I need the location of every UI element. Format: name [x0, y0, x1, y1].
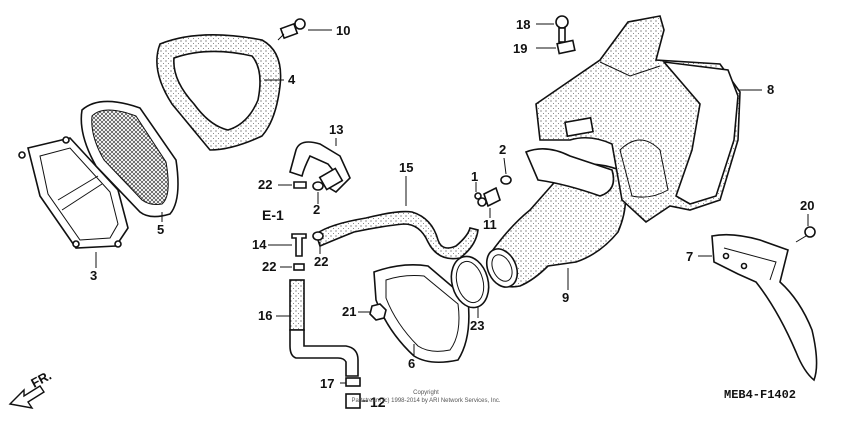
breather-hose-13: [289, 141, 351, 194]
callout-2b: 2: [499, 142, 506, 157]
copyright-line-1: Copyright: [413, 390, 439, 396]
callout-17: 17: [320, 376, 334, 391]
front-direction-label: FR.: [28, 368, 54, 391]
ref-e1: E-1: [262, 207, 284, 223]
screw-11: [477, 186, 501, 208]
callout-5: 5: [157, 222, 164, 237]
nut-21: [369, 303, 387, 321]
callout-4: 4: [288, 72, 296, 87]
callout-15: 15: [399, 160, 413, 175]
callout-10: 10: [336, 23, 350, 38]
callout-7: 7: [686, 249, 693, 264]
callout-13: 13: [329, 122, 343, 137]
breather-tube-15: [315, 210, 479, 260]
clamp-22-right: [312, 231, 324, 241]
callout-19: 19: [513, 41, 527, 56]
callout-16: 16: [258, 308, 272, 323]
callout-1: 1: [471, 169, 478, 184]
clamp-2-right: [500, 175, 512, 185]
drain-tube-16: [289, 279, 359, 377]
callout-9: 9: [562, 290, 569, 305]
clip-22-lower: [293, 263, 305, 271]
connecting-tube-9: [485, 148, 627, 288]
callout-2a: 2: [313, 202, 320, 217]
clip-22-upper: [293, 181, 307, 189]
callout-22c: 22: [314, 254, 328, 269]
mud-guard-7: [711, 233, 818, 382]
clip-1: [474, 192, 482, 200]
callout-14: 14: [252, 237, 267, 252]
nut-19: [556, 39, 576, 55]
screw-20: [795, 226, 816, 243]
callout-6: 6: [408, 356, 415, 371]
callout-23: 23: [470, 318, 484, 333]
callout-11: 11: [483, 217, 497, 232]
callout-18: 18: [516, 17, 530, 32]
callout-8: 8: [767, 82, 774, 97]
air-cleaner-case-8: [535, 15, 741, 224]
front-direction-arrow: [8, 385, 45, 409]
air-filter-element: [80, 100, 179, 218]
callout-22a: 22: [258, 177, 272, 192]
joint-14: [291, 233, 307, 257]
clamp-17: [345, 377, 361, 387]
band-23: [450, 255, 490, 309]
callout-22b: 22: [262, 259, 276, 274]
gasket-plate-6: [373, 264, 470, 364]
diagram-code: MEB4-F1402: [724, 388, 796, 402]
callout-12: 12: [370, 394, 386, 410]
callout-20: 20: [800, 198, 814, 213]
callout-21: 21: [342, 304, 356, 319]
air-cleaner-cover: [156, 34, 282, 151]
clamp-2-left: [312, 181, 324, 191]
plug-12: [345, 393, 361, 409]
bolt-10: [277, 18, 306, 41]
air-cleaner-frame: [18, 136, 129, 249]
bolt-18: [555, 15, 569, 43]
copyright-line-2: Partstream (c) 1998-2014 by ARI Network …: [351, 398, 500, 404]
callout-3: 3: [90, 268, 97, 283]
